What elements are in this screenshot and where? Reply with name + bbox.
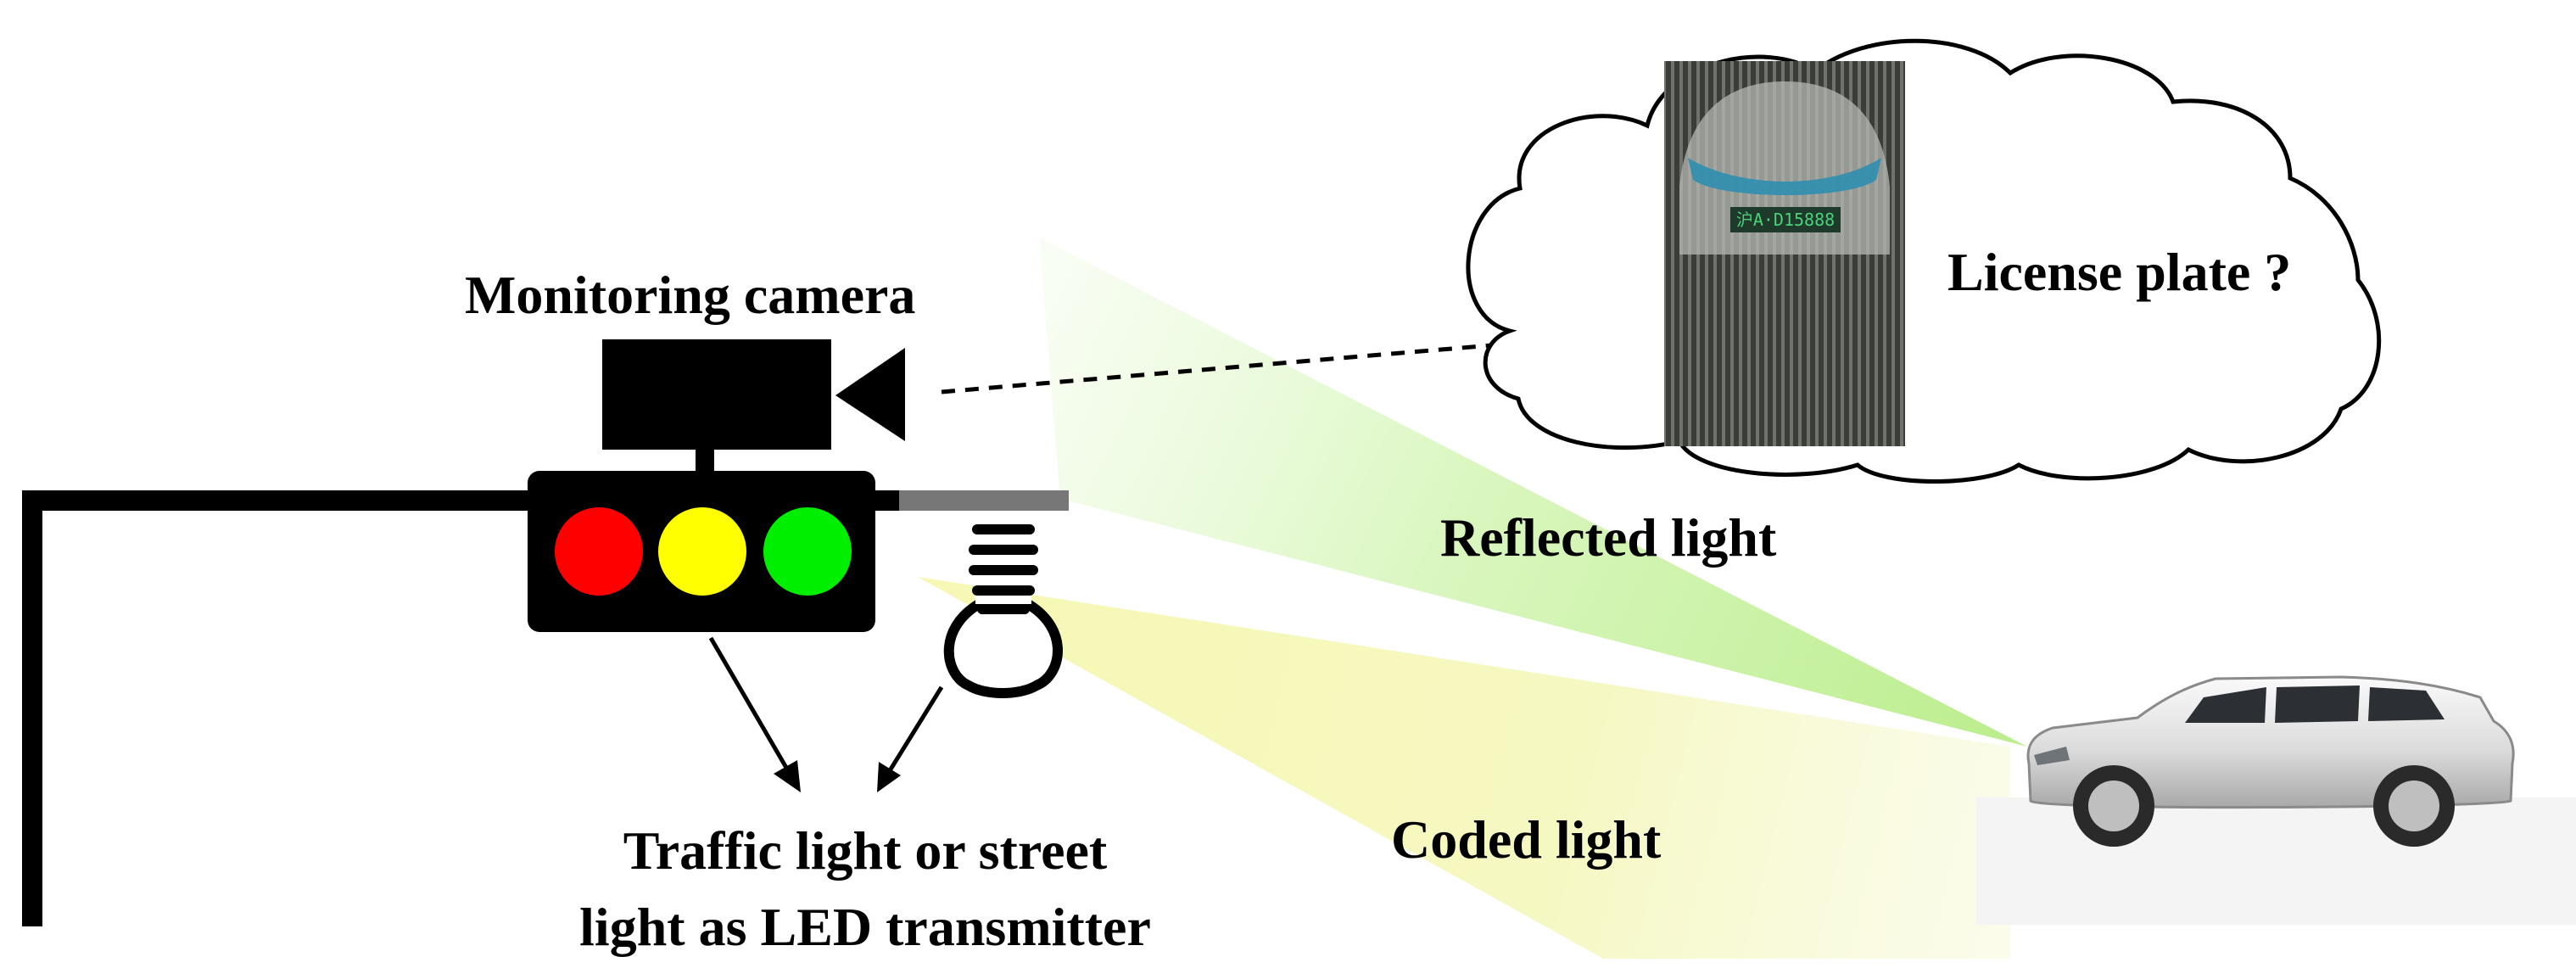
coded-light-beam: [918, 577, 2010, 959]
led-transmitter-label: Traffic light or street light as LED tra…: [543, 813, 1187, 965]
green-lamp: [763, 507, 852, 596]
camera-lens: [835, 348, 905, 441]
coded-light-label: Coded light: [1391, 809, 1662, 870]
reflected-light-label: Reflected light: [1440, 507, 1777, 568]
monitoring-camera-label: Monitoring camera: [465, 265, 916, 325]
camera-view-dashed-line: [941, 341, 1512, 394]
pole-arm-end: [899, 490, 1069, 511]
license-plate-text: 沪A·D15888: [1736, 210, 1835, 230]
arrow-street-light: [877, 685, 944, 792]
car-icon: [1976, 675, 2576, 925]
red-lamp: [555, 507, 643, 596]
led-transmitter-label-line1: Traffic light or street: [623, 820, 1108, 881]
captured-car-image: 沪A·D15888: [1664, 61, 1905, 446]
camera-mount: [696, 448, 714, 477]
license-plate-label: License plate ?: [1947, 242, 2292, 302]
camera-body: [602, 339, 831, 450]
yellow-lamp: [658, 507, 746, 596]
led-transmitter-label-line2: light as LED transmitter: [579, 897, 1151, 957]
arrow-traffic-light: [708, 636, 801, 792]
street-light-bulb-icon: [943, 524, 1063, 698]
